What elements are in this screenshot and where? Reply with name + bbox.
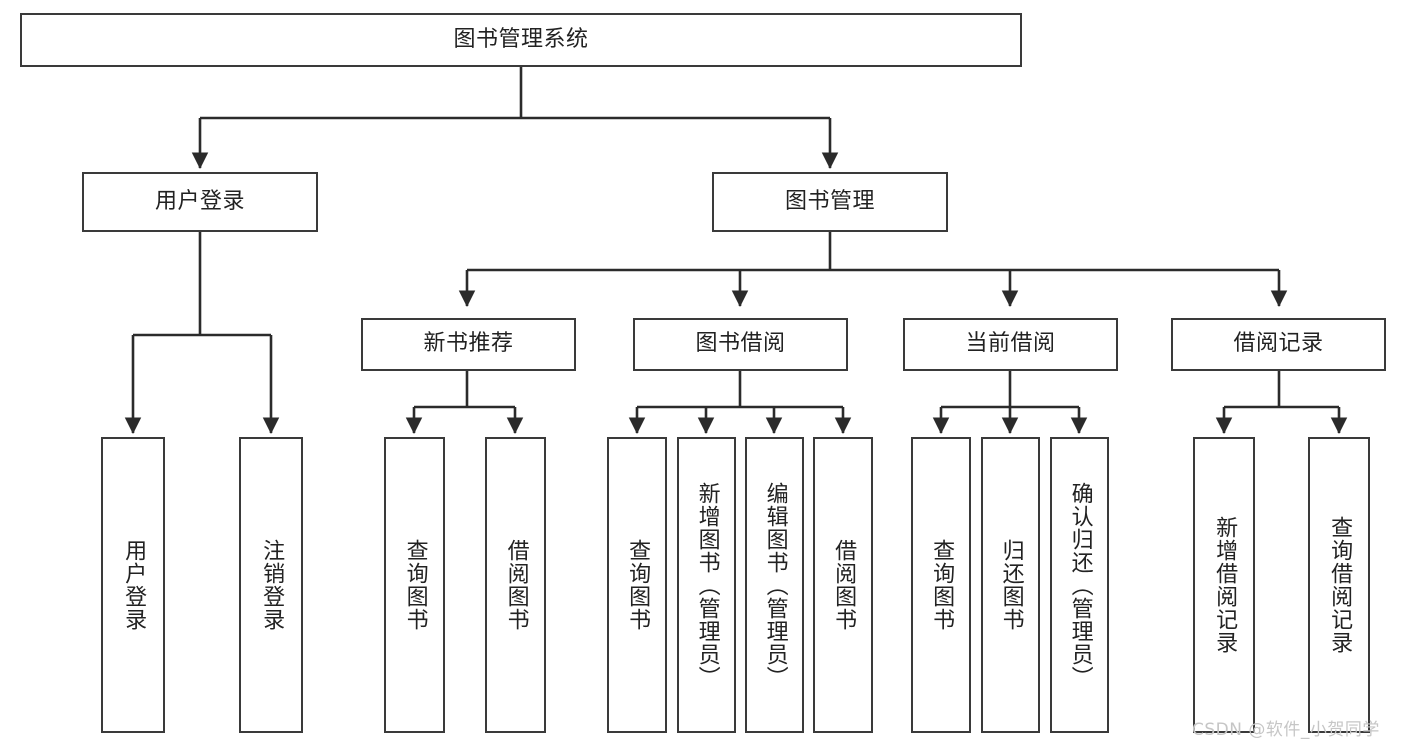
node-book-borrow[interactable]: 图书借阅 bbox=[633, 318, 848, 371]
node-leaf-user-login-label: 用户登录 bbox=[121, 539, 147, 631]
node-leaf-logout-login-label: 注销登录 bbox=[259, 539, 285, 631]
node-current-borrow[interactable]: 当前借阅 bbox=[903, 318, 1118, 371]
node-leaf-return-book[interactable]: 归还图书 bbox=[981, 437, 1040, 733]
node-book-manage[interactable]: 图书管理 bbox=[712, 172, 948, 232]
node-leaf-query-book-1[interactable]: 查询图书 bbox=[384, 437, 445, 733]
node-leaf-add-record[interactable]: 新增借阅记录 bbox=[1193, 437, 1255, 733]
node-leaf-user-login[interactable]: 用户登录 bbox=[101, 437, 165, 733]
node-root-label: 图书管理系统 bbox=[453, 26, 589, 52]
node-root[interactable]: 图书管理系统 bbox=[20, 13, 1022, 67]
node-leaf-confirm-return-label: 确认归还（管理员） bbox=[1067, 481, 1093, 689]
node-leaf-query-record-label: 查询借阅记录 bbox=[1327, 516, 1353, 654]
node-leaf-query-book-1-label: 查询图书 bbox=[402, 539, 428, 631]
node-leaf-borrow-book-1-label: 借阅图书 bbox=[503, 539, 529, 631]
node-new-book-recommend-label: 新书推荐 bbox=[423, 331, 514, 357]
node-leaf-add-book-label: 新增图书（管理员） bbox=[694, 481, 720, 689]
node-leaf-borrow-book-2[interactable]: 借阅图书 bbox=[813, 437, 873, 733]
node-user-login-label: 用户登录 bbox=[154, 188, 245, 214]
node-leaf-borrow-book-1[interactable]: 借阅图书 bbox=[485, 437, 546, 733]
node-leaf-add-record-label: 新增借阅记录 bbox=[1212, 516, 1238, 654]
node-leaf-borrow-book-2-label: 借阅图书 bbox=[831, 539, 857, 631]
node-leaf-query-book-2-label: 查询图书 bbox=[625, 539, 651, 631]
node-leaf-logout-login[interactable]: 注销登录 bbox=[239, 437, 303, 733]
node-new-book-recommend[interactable]: 新书推荐 bbox=[361, 318, 576, 371]
node-book-manage-label: 图书管理 bbox=[784, 188, 875, 214]
node-leaf-add-book[interactable]: 新增图书（管理员） bbox=[677, 437, 736, 733]
node-user-login[interactable]: 用户登录 bbox=[82, 172, 318, 232]
node-current-borrow-label: 当前借阅 bbox=[965, 331, 1056, 357]
watermark-csdn: CSDN @软件_小贺同学 bbox=[1192, 720, 1380, 740]
node-leaf-query-record[interactable]: 查询借阅记录 bbox=[1308, 437, 1370, 733]
node-book-borrow-label: 图书借阅 bbox=[695, 331, 786, 357]
node-leaf-query-book-2[interactable]: 查询图书 bbox=[607, 437, 667, 733]
node-leaf-return-book-label: 归还图书 bbox=[998, 539, 1024, 631]
node-leaf-query-book-3[interactable]: 查询图书 bbox=[911, 437, 971, 733]
node-leaf-query-book-3-label: 查询图书 bbox=[929, 539, 955, 631]
node-leaf-confirm-return[interactable]: 确认归还（管理员） bbox=[1050, 437, 1109, 733]
node-borrow-record[interactable]: 借阅记录 bbox=[1171, 318, 1386, 371]
node-leaf-edit-book[interactable]: 编辑图书（管理员） bbox=[745, 437, 804, 733]
node-borrow-record-label: 借阅记录 bbox=[1233, 331, 1324, 357]
node-leaf-edit-book-label: 编辑图书（管理员） bbox=[762, 481, 788, 689]
